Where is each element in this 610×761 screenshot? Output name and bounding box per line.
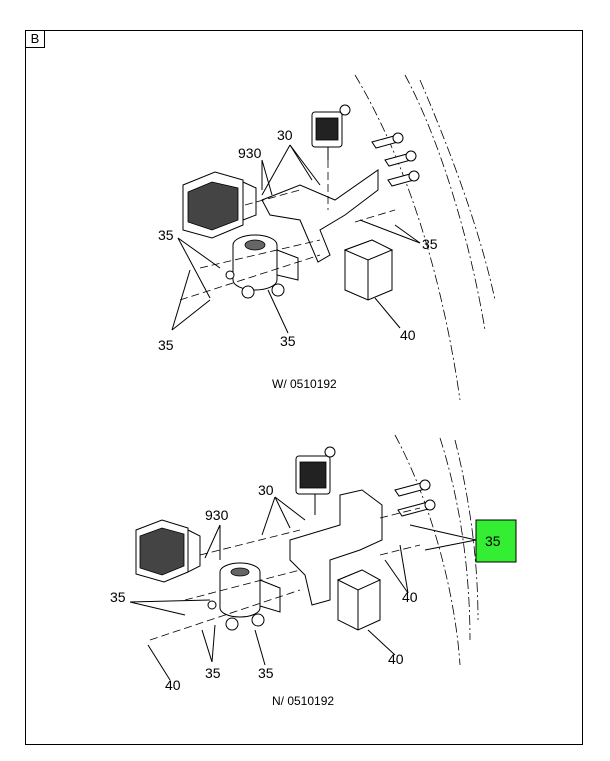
cab-wall-line [354, 74, 461, 401]
bottom-view-caption: N/ 0510192 [272, 694, 334, 708]
callout-35: 35 [258, 665, 274, 681]
cab-wall-line [439, 437, 471, 641]
top-view-caption: W/ 0510192 [272, 377, 337, 391]
cab-wall-line [394, 434, 461, 666]
callout-35: 35 [158, 337, 174, 353]
cab-wall-line [404, 74, 486, 331]
callout-35: 35 [158, 227, 174, 243]
callout-40: 40 [388, 651, 404, 667]
solenoid [207, 562, 281, 631]
module-left [135, 519, 201, 583]
relay-40-bottom [336, 569, 382, 631]
callout-930: 930 [205, 507, 229, 523]
bottom-illustration [129, 434, 479, 681]
callout-40: 40 [400, 327, 416, 343]
connector-top [311, 104, 351, 160]
callout-930: 930 [238, 145, 262, 161]
callout-30: 30 [277, 127, 293, 143]
callout-30: 30 [258, 482, 274, 498]
highlighted-callout-35[interactable]: 35 [485, 533, 501, 549]
module-left [182, 171, 257, 239]
callout-35: 35 [422, 236, 438, 252]
solenoid [225, 234, 299, 299]
highlighted-callout-box[interactable] [475, 519, 517, 563]
connector-top [295, 446, 336, 515]
bolts [394, 479, 436, 517]
diagram-frame [25, 30, 583, 745]
mounting-bracket [289, 489, 383, 606]
callout-35: 35 [205, 665, 221, 681]
view-tag: B [25, 30, 45, 48]
callout-40: 40 [165, 677, 181, 693]
relay-40-top [343, 239, 394, 301]
mounting-bracket [261, 169, 379, 263]
callout-35: 35 [280, 333, 296, 349]
top-illustration [171, 74, 496, 401]
callout-35: 35 [110, 589, 126, 605]
bolts [371, 132, 420, 187]
callout-40: 40 [402, 589, 418, 605]
cab-wall-line [454, 439, 479, 621]
cab-wall-line [419, 79, 496, 301]
